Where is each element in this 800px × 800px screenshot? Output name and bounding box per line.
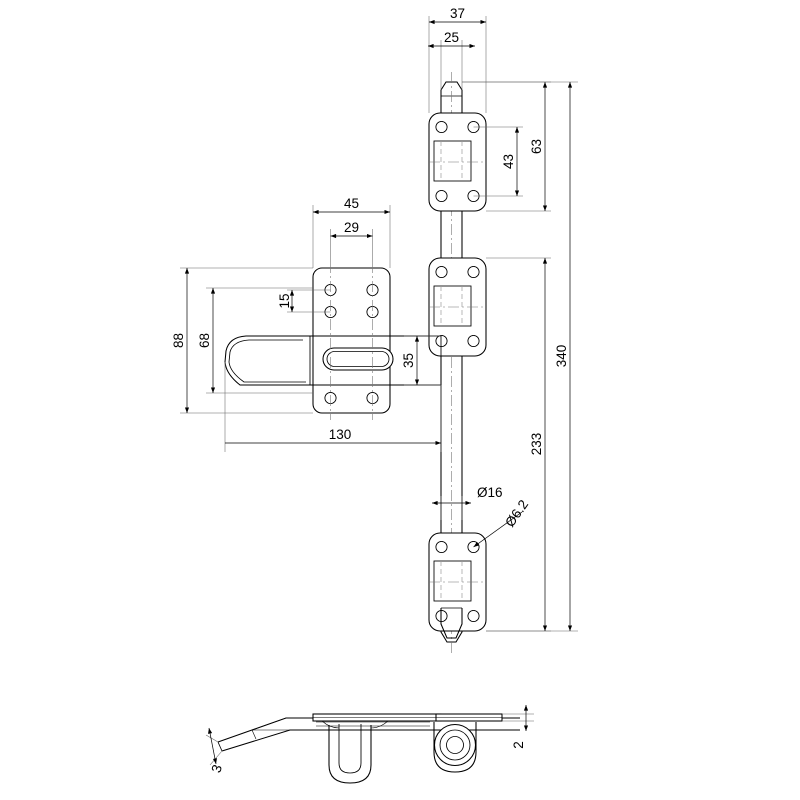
- boss-inner-circle: [446, 736, 464, 754]
- dim-37-label: 37: [450, 6, 465, 21]
- dimension-thickness-3: 3: [205, 727, 225, 775]
- dim-45-label: 45: [344, 196, 359, 211]
- dim-29-label: 29: [344, 220, 359, 235]
- side-elevation-view: 2 3: [205, 705, 534, 784]
- lock-slot-inner: [326, 351, 390, 367]
- bracket-hole: [435, 189, 448, 203]
- bracket-hole: [435, 265, 448, 279]
- bracket-hole: [435, 120, 448, 134]
- hasp-nose-inner-line: [228, 339, 306, 383]
- dim-68-label: 68: [197, 333, 212, 348]
- latch-mounting-plate: [312, 267, 391, 414]
- dim-233-label: 233: [529, 433, 544, 456]
- lock-slot-outer: [322, 347, 394, 371]
- bracket-hole: [467, 265, 480, 279]
- dimension-thickness-2: 2: [502, 705, 534, 749]
- side-round-boss: [433, 713, 503, 773]
- dim-35-label: 35: [401, 353, 416, 368]
- top-guide-collar: [433, 140, 472, 182]
- hasp-tongue-outline: [224, 335, 390, 386]
- top-bracket: [428, 112, 487, 212]
- dim-43-label: 43: [501, 154, 516, 169]
- bracket-hole: [467, 609, 480, 623]
- hasp-latch-assembly: [224, 262, 442, 420]
- dimension-group-lengths: 340 233 Ø16 Ø6.2: [432, 81, 578, 632]
- boss-mid-circle: [439, 729, 471, 761]
- dim-340-label: 340: [554, 345, 569, 368]
- dim-rod-diameter-label: Ø16: [477, 485, 503, 500]
- dim-25-label: 25: [444, 30, 459, 45]
- dim-63-label: 63: [529, 139, 544, 154]
- bottom-bracket: [428, 532, 487, 639]
- bottom-guide-collar: [433, 560, 472, 602]
- bracket-hole: [467, 540, 480, 554]
- dim-3-label: 3: [208, 763, 225, 775]
- dim-15-label: 15: [277, 293, 292, 308]
- dim-2-label: 2: [511, 741, 526, 749]
- bracket-hole: [435, 540, 448, 554]
- bracket-hole: [435, 334, 448, 348]
- dim-88-label: 88: [171, 333, 186, 348]
- boss-outer-circle: [433, 723, 477, 767]
- front-elevation-view: 37 25 43 63 45: [171, 6, 578, 654]
- bracket-hole: [467, 334, 480, 348]
- dimension-group-latch: 45 29 15 88 68 35: [171, 196, 442, 452]
- middle-bracket: [428, 257, 487, 357]
- middle-guide-collar: [433, 285, 472, 327]
- dim-130-label: 130: [329, 427, 352, 442]
